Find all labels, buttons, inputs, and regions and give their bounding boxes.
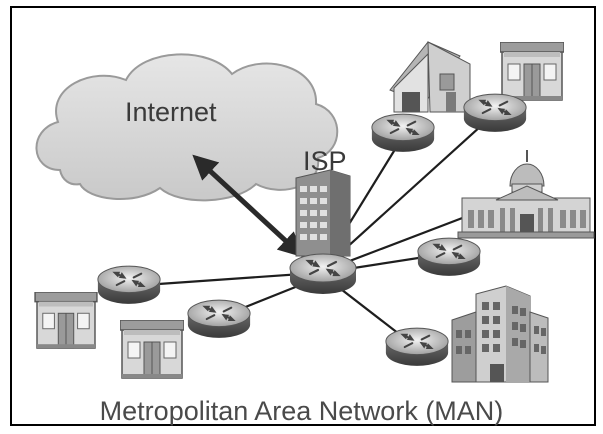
apartment-building — [451, 285, 549, 383]
shop-left — [34, 292, 98, 349]
link-core-top-right — [323, 115, 493, 269]
router-left — [96, 265, 162, 305]
router-top-left — [370, 113, 436, 153]
router-core — [288, 252, 358, 296]
link-core-left — [129, 271, 317, 288]
diagram-caption: Metropolitan Area Network (MAN) — [99, 396, 504, 426]
shop-bottom-left — [120, 320, 184, 379]
router-bottom-right — [384, 327, 450, 367]
house-building — [389, 41, 471, 113]
shop-top-right — [500, 42, 564, 101]
router-bottom-left — [186, 299, 252, 339]
isp-building — [295, 169, 351, 257]
internet-label: Internet — [125, 97, 217, 127]
router-top-right — [462, 93, 528, 133]
internet-link-arrow — [192, 154, 304, 258]
government-building — [457, 150, 595, 239]
isp-label: ISP — [303, 146, 347, 176]
router-right — [416, 237, 482, 277]
